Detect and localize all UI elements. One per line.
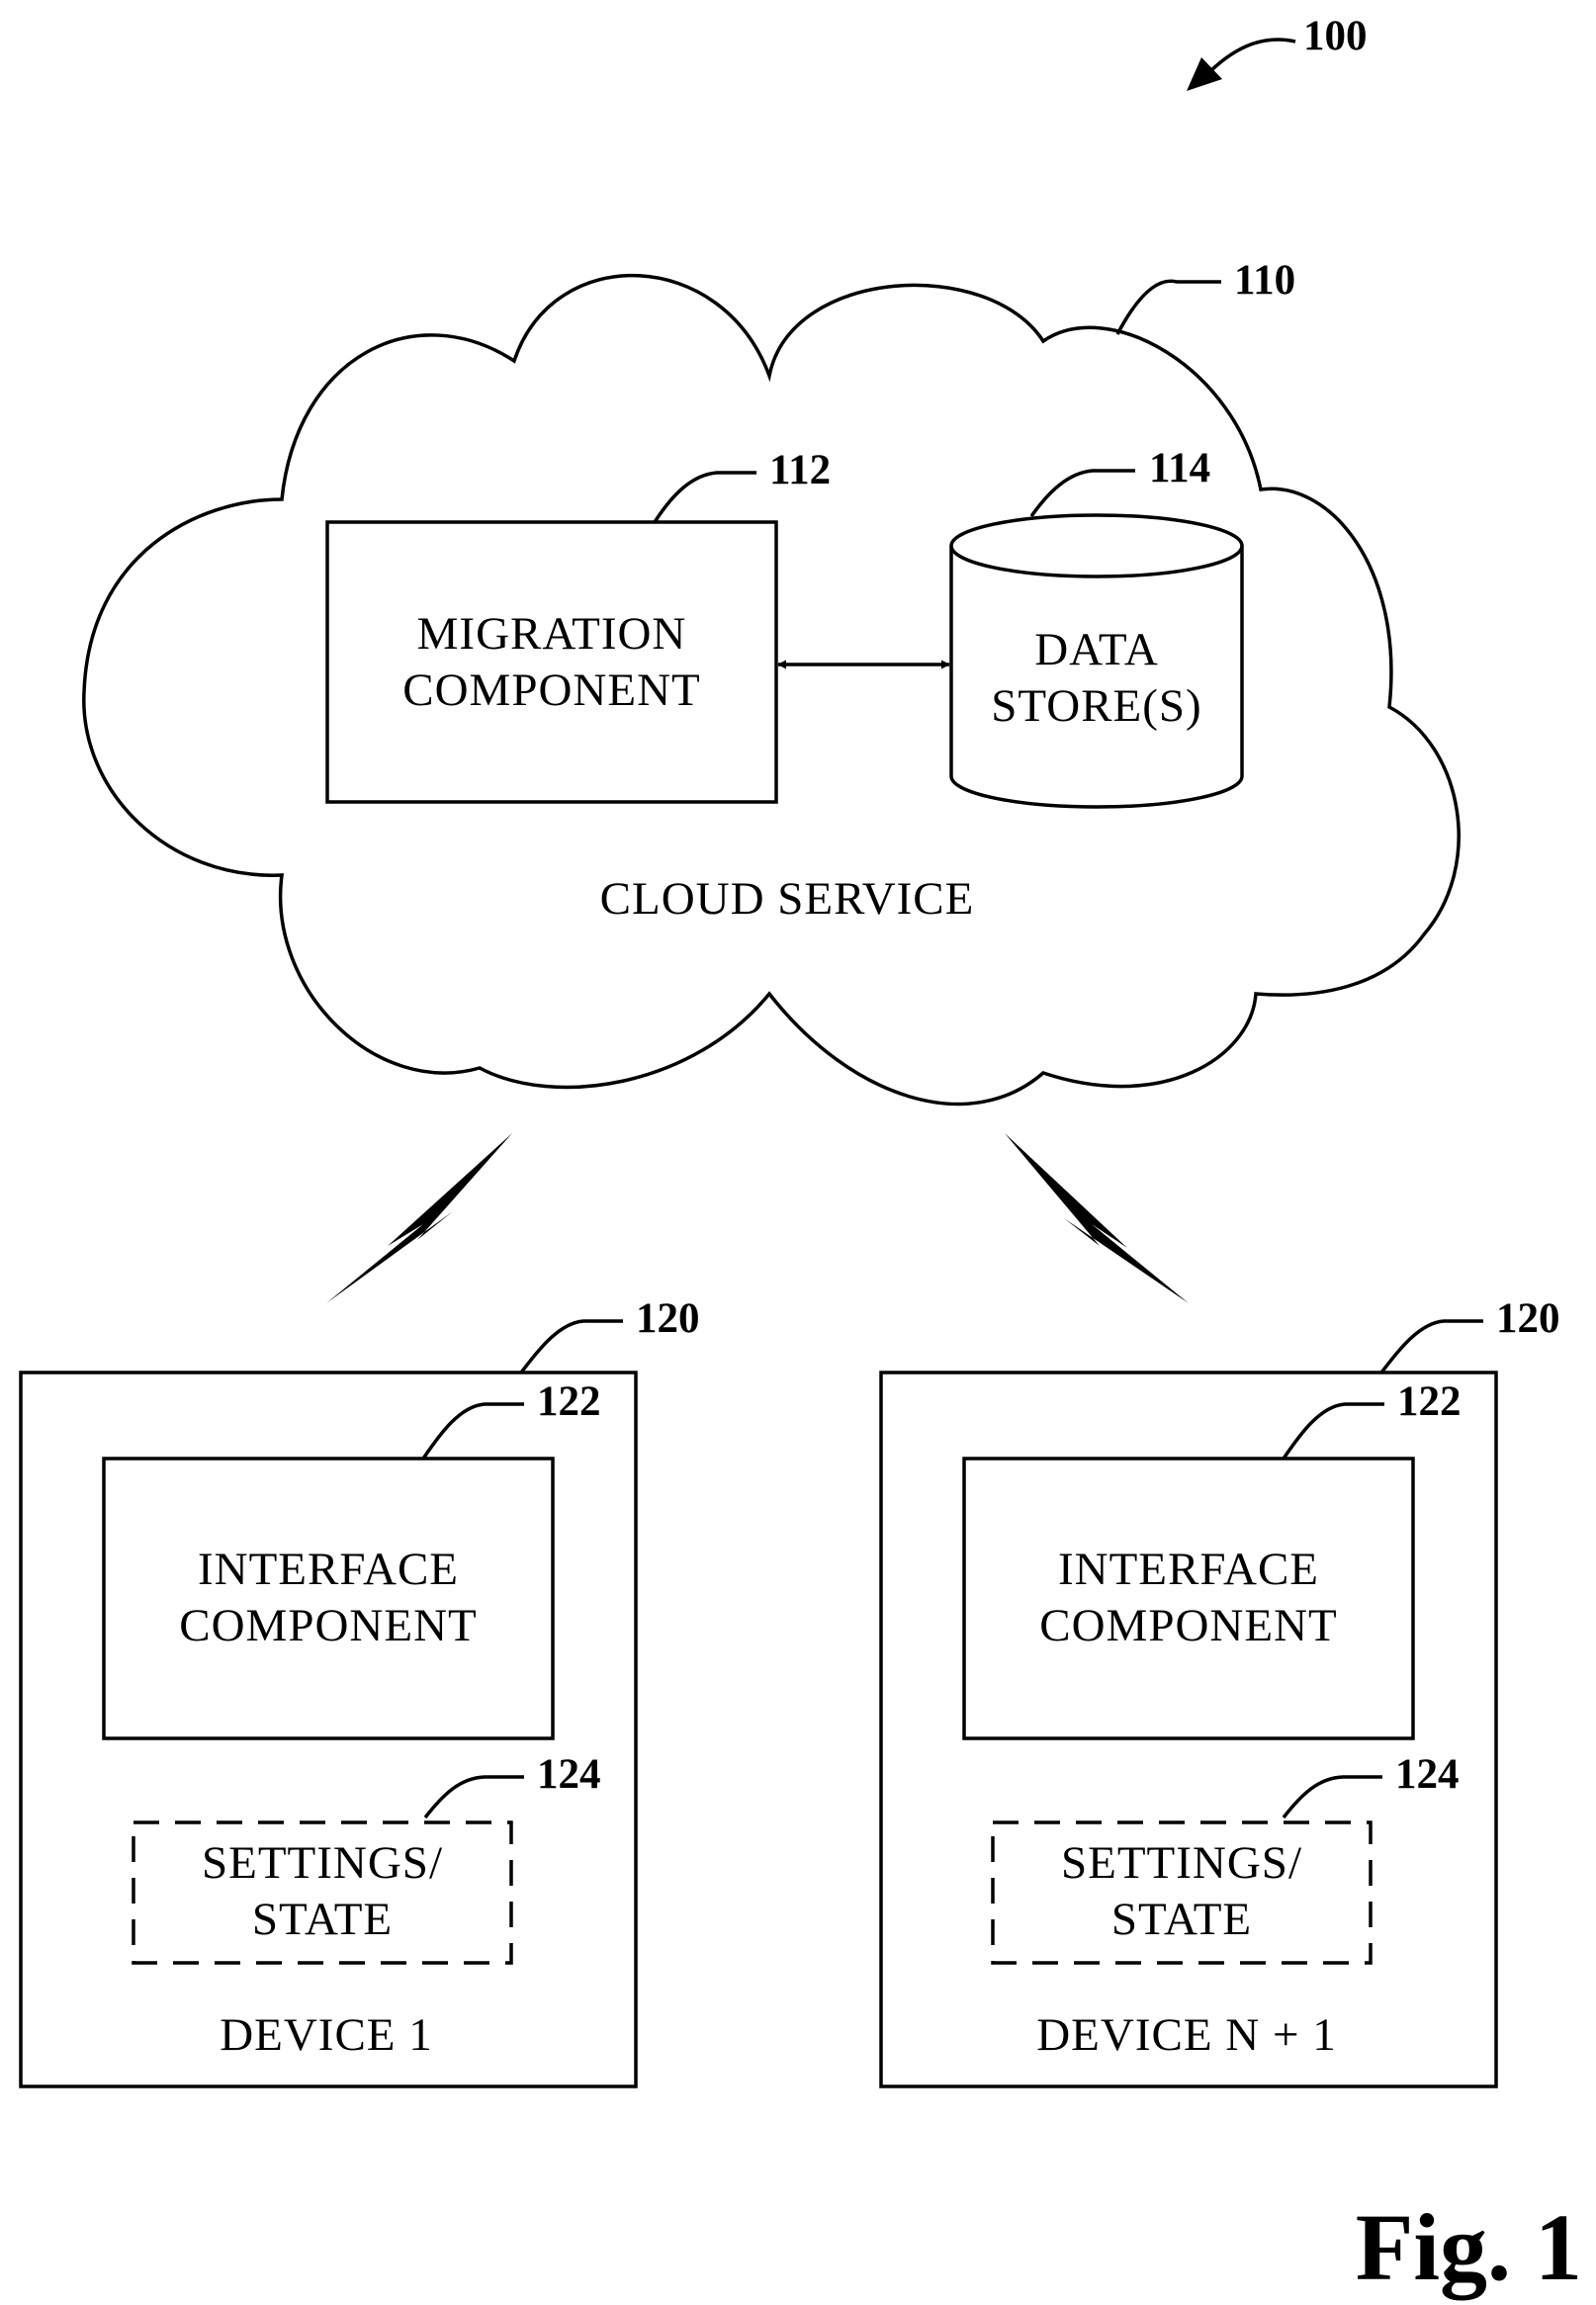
migration-component: MIGRATION COMPONENT	[327, 522, 776, 802]
device-1-settings-line1: SETTINGS/	[202, 1837, 443, 1889]
device-1-label: DEVICE 1	[220, 2009, 433, 2061]
device-n-settings-ref-label: 124	[1395, 1751, 1460, 1798]
device-1-interface-line2: COMPONENT	[179, 1600, 477, 1651]
datastore-line2: STORE(S)	[991, 680, 1201, 732]
data-store-cylinder: DATA STORE(S)	[951, 515, 1242, 807]
device-1-interface-line1: INTERFACE	[198, 1544, 459, 1595]
device-1: INTERFACE COMPONENT SETTINGS/ STATE DEVI…	[21, 1373, 636, 2086]
datastore-line1: DATA	[1034, 624, 1159, 675]
device-n-settings-line1: SETTINGS/	[1061, 1837, 1302, 1889]
migration-ref-112: 112	[655, 447, 831, 522]
device-n-ref-label: 120	[1496, 1295, 1560, 1342]
device-n-interface-line1: INTERFACE	[1058, 1544, 1319, 1595]
device-n-interface-ref-122: 122	[1284, 1378, 1462, 1459]
device-n-settings-line2: STATE	[1111, 1894, 1252, 1945]
device-n-interface-box	[964, 1459, 1413, 1738]
figure-ref-100: 100	[1187, 13, 1368, 91]
right-lightning-bolt-icon	[1005, 1133, 1189, 1303]
migration-line2: COMPONENT	[402, 665, 700, 716]
datastore-ref-114: 114	[1031, 445, 1210, 516]
device-n-interface-line2: COMPONENT	[1039, 1600, 1337, 1651]
figure-caption: Fig. 1	[1356, 2194, 1582, 2300]
device-n-plus-1: INTERFACE COMPONENT SETTINGS/ STATE DEVI…	[881, 1373, 1496, 2086]
device-n-settings-ref-124: 124	[1284, 1751, 1460, 1817]
device-1-settings-ref-124: 124	[425, 1751, 601, 1817]
device-n-interface-ref-label: 122	[1397, 1378, 1462, 1425]
device-1-settings-ref-label: 124	[537, 1751, 601, 1798]
device-n-label: DEVICE N + 1	[1036, 2009, 1337, 2061]
cloud-ref-110: 110	[1117, 257, 1295, 334]
migration-ref-label: 112	[769, 447, 831, 493]
device-1-interface-box	[104, 1459, 553, 1738]
migration-line1: MIGRATION	[417, 608, 687, 660]
device-1-settings-line2: STATE	[252, 1894, 393, 1945]
device-1-interface-ref-122: 122	[423, 1378, 601, 1459]
device-n-ref-120: 120	[1381, 1295, 1560, 1373]
device-1-ref-120: 120	[521, 1295, 700, 1373]
datastore-ref-label: 114	[1149, 445, 1210, 491]
device-1-ref-label: 120	[636, 1295, 700, 1342]
figure-ref-label: 100	[1303, 13, 1368, 59]
cloud-ref-label: 110	[1234, 257, 1295, 304]
figure-ref-arrowhead	[1187, 57, 1222, 91]
left-lightning-bolt-icon	[326, 1133, 512, 1303]
device-1-interface-ref-label: 122	[537, 1378, 601, 1425]
cloud-service-label: CLOUD SERVICE	[600, 873, 975, 925]
cloud-outline	[84, 276, 1459, 1105]
